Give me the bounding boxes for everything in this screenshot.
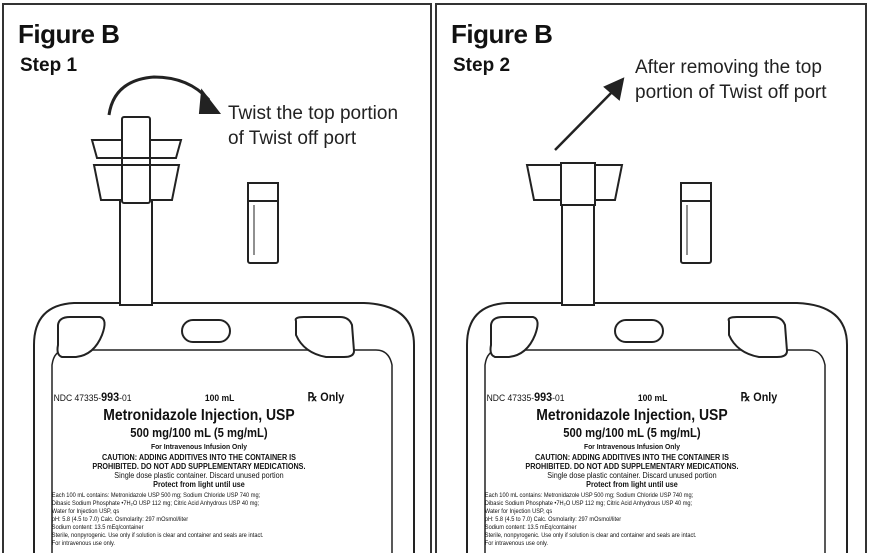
hanger-hole-left xyxy=(56,316,106,358)
ndc-number: NDC 47335-993-01 xyxy=(486,390,565,404)
rx-only: ℞ Only xyxy=(740,390,778,404)
product-label: NDC 47335-993-01 100 mL ℞ Only Metronidazo… xyxy=(483,390,781,548)
step-label: Step 1 xyxy=(20,55,78,76)
instruction-note: Twist the top portion of Twist off port xyxy=(228,101,398,151)
volume: 100 mL xyxy=(204,393,235,404)
strength: 500 mg/100 mL (5 mg/mL) xyxy=(563,426,701,440)
drug-name: Metronidazole Injection, USP xyxy=(536,407,728,424)
note-line: of Twist off port xyxy=(228,128,357,149)
composition-details: Each 100 mL contains: Metronidazole USP … xyxy=(51,492,264,547)
strength: 500 mg/100 mL (5 mg/mL) xyxy=(130,426,268,440)
twist-arrow xyxy=(107,75,211,116)
figure-title: Figure B xyxy=(18,19,120,49)
hanger-hole-left xyxy=(489,316,539,358)
note-line: portion of Twist off port xyxy=(635,82,827,103)
drug-name: Metronidazole Injection, USP xyxy=(103,407,295,424)
caution: CAUTION: ADDING ADDITIVES INTO THE CONTA… xyxy=(534,453,729,462)
product-label: NDC 47335-993-01 100 mL ℞ Only Metronidazo… xyxy=(50,390,348,548)
single-dose-note: Single dose plastic container. Discard u… xyxy=(114,471,284,480)
note-line: After removing the top xyxy=(635,57,822,78)
note-line: Twist the top portion xyxy=(228,103,399,124)
protect-note: Protect from light until use xyxy=(586,480,678,489)
instruction-note: After removing the top portion of Twist … xyxy=(635,55,827,105)
iv-bag-illustration xyxy=(33,75,415,553)
route: For Intravenous Infusion Only xyxy=(583,442,680,451)
center-hole xyxy=(181,319,231,343)
protect-note: Protect from light until use xyxy=(153,480,245,489)
route: For Intravenous Infusion Only xyxy=(150,442,247,451)
caution: PROHIBITED. DO NOT ADD SUPPLEMENTARY MED… xyxy=(92,462,306,471)
composition-details: Each 100 mL contains: Metronidazole USP … xyxy=(484,492,697,547)
arrow-head-icon xyxy=(198,88,222,114)
arrow-line xyxy=(554,86,618,151)
ndc-number: NDC 47335-993-01 xyxy=(53,390,132,404)
hanger-hole-right xyxy=(727,316,789,358)
hanger-hole-right xyxy=(294,316,356,358)
panel-step-2: Figure B Step 2 After removing the top p… xyxy=(435,3,867,553)
panel-step-1: Figure B Step 1 Twist the top portion of… xyxy=(2,3,432,553)
rx-only: ℞ Only xyxy=(307,390,345,404)
single-dose-note: Single dose plastic container. Discard u… xyxy=(547,471,717,480)
step-label: Step 2 xyxy=(453,55,511,76)
center-hole xyxy=(614,319,664,343)
iv-bag-illustration xyxy=(466,77,848,553)
caution: CAUTION: ADDING ADDITIVES INTO THE CONTA… xyxy=(101,453,296,462)
volume: 100 mL xyxy=(637,393,668,404)
caution: PROHIBITED. DO NOT ADD SUPPLEMENTARY MED… xyxy=(525,462,739,471)
arrow-head-icon xyxy=(603,77,625,101)
figure-title: Figure B xyxy=(451,19,553,49)
